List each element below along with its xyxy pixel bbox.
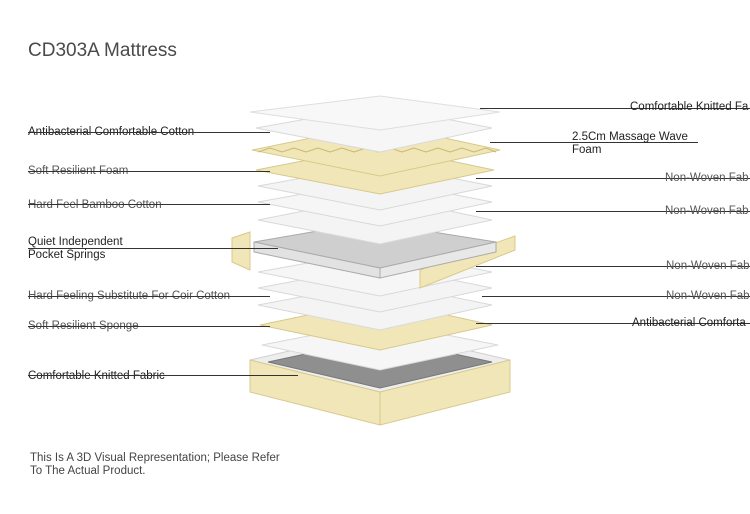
page-title: CD303A Mattress bbox=[28, 40, 177, 61]
leader-line bbox=[476, 178, 750, 179]
label-antibacterial-right: Antibacterial Comforta bbox=[632, 317, 746, 329]
label-nonwoven-1: Non-Woven Fab bbox=[665, 172, 749, 184]
leader-line bbox=[28, 296, 270, 297]
pocket-springs-layer bbox=[231, 221, 516, 289]
leader-line bbox=[28, 375, 298, 376]
layer-knitted-top bbox=[249, 95, 501, 131]
label-knitted-fabric-top: Comfortable Knitted Fa bbox=[630, 101, 749, 113]
label-nonwoven-4: Non-Woven Fab bbox=[666, 290, 750, 302]
label-massage-wave-foam: 2.5Cm Massage Wave Foam bbox=[572, 131, 688, 156]
leader-line bbox=[28, 132, 270, 133]
label-pocket-springs: Quiet Independent Pocket Springs bbox=[28, 236, 123, 261]
leader-line bbox=[28, 204, 270, 205]
label-nonwoven-3: Non-Woven Fab bbox=[666, 260, 750, 272]
leader-line bbox=[476, 266, 750, 267]
leader-line bbox=[476, 323, 750, 324]
leader-line bbox=[480, 108, 750, 109]
label-knitted-fabric-bottom: Comfortable Knitted Fabric bbox=[28, 370, 165, 382]
leader-line bbox=[476, 211, 750, 212]
disclaimer-note: This Is A 3D Visual Representation; Plea… bbox=[30, 452, 280, 477]
leader-line bbox=[482, 296, 750, 297]
leader-line bbox=[490, 142, 698, 143]
leader-line bbox=[28, 326, 270, 327]
label-hard-feel-bamboo-cotton: Hard Feel Bamboo Cotton bbox=[28, 199, 162, 211]
label-nonwoven-2: Non-Woven Fab bbox=[665, 205, 749, 217]
leader-line bbox=[28, 248, 278, 249]
leader-line bbox=[28, 171, 270, 172]
